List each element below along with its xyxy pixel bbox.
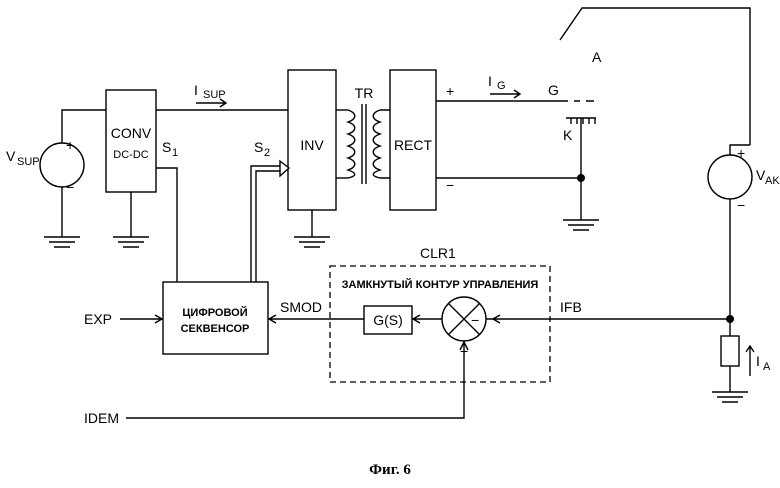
conv-label: CONV — [111, 125, 152, 141]
exp-wire — [120, 315, 163, 323]
ifb-label: IFB — [560, 299, 582, 315]
k-label: K — [563, 127, 573, 143]
s1-label-sub: 1 — [172, 147, 178, 159]
isup-label: I — [194, 82, 198, 98]
conv-dcdc-block — [106, 90, 156, 192]
vsup-plus: + — [66, 137, 74, 153]
conv-label-2: DC-DC — [113, 149, 148, 161]
isup-label-sub: SUP — [203, 89, 226, 101]
exp-label: EXP — [84, 311, 112, 327]
inv-ground — [294, 210, 330, 247]
ia-label-sub: A — [763, 361, 771, 373]
switch-anode-wire — [560, 8, 750, 145]
rect-minus: − — [446, 177, 454, 193]
vak-meter — [708, 145, 752, 318]
ia-arrow — [746, 346, 754, 376]
g-label: G — [548, 82, 559, 98]
smod-wire — [268, 315, 364, 323]
vak-minus: − — [737, 197, 745, 213]
seq-label-2: СЕКВЕНСОР — [181, 323, 250, 335]
s1-wire — [156, 168, 177, 282]
conv-ground — [113, 192, 149, 247]
ig-label: I — [488, 73, 492, 89]
vsup-minus: − — [66, 179, 74, 195]
vak-label-sub: AK — [765, 175, 780, 187]
seq-label-1: ЦИФРОВОЙ — [182, 306, 247, 319]
transformer — [336, 104, 390, 184]
a-label: A — [592, 49, 602, 65]
s1-label: S — [162, 139, 171, 155]
ia-label: I — [756, 353, 760, 369]
inv-label: INV — [300, 137, 324, 153]
idem-label: IDEM — [84, 410, 119, 426]
s2-label: S — [254, 139, 263, 155]
s2-label-sub: 2 — [264, 147, 270, 159]
summing-junction — [442, 297, 486, 341]
vsup-label: V — [6, 148, 16, 164]
ig-label-sub: G — [497, 80, 506, 92]
clr1-label: CLR1 — [420, 245, 456, 261]
smod-label: SMOD — [280, 299, 322, 315]
shunt-resistor — [721, 336, 739, 366]
cathode-junction — [577, 174, 585, 182]
tr-label: TR — [355, 85, 374, 101]
gs-label: G(S) — [373, 312, 403, 328]
loop-title: ЗАМКНУТЫЙ КОНТУР УПРАВЛЕНИЯ — [342, 278, 539, 291]
cathode-ground — [563, 220, 599, 230]
sum-to-gs-wire — [412, 315, 442, 323]
rect-label: RECT — [394, 137, 433, 153]
vak-plus: + — [737, 145, 745, 161]
rect-plus: + — [446, 83, 454, 99]
sum-minus: − — [471, 312, 479, 328]
s2-bus — [251, 166, 280, 282]
figure-caption: Фиг. 6 — [369, 462, 411, 478]
vsup-label-sub: SUP — [17, 156, 40, 168]
